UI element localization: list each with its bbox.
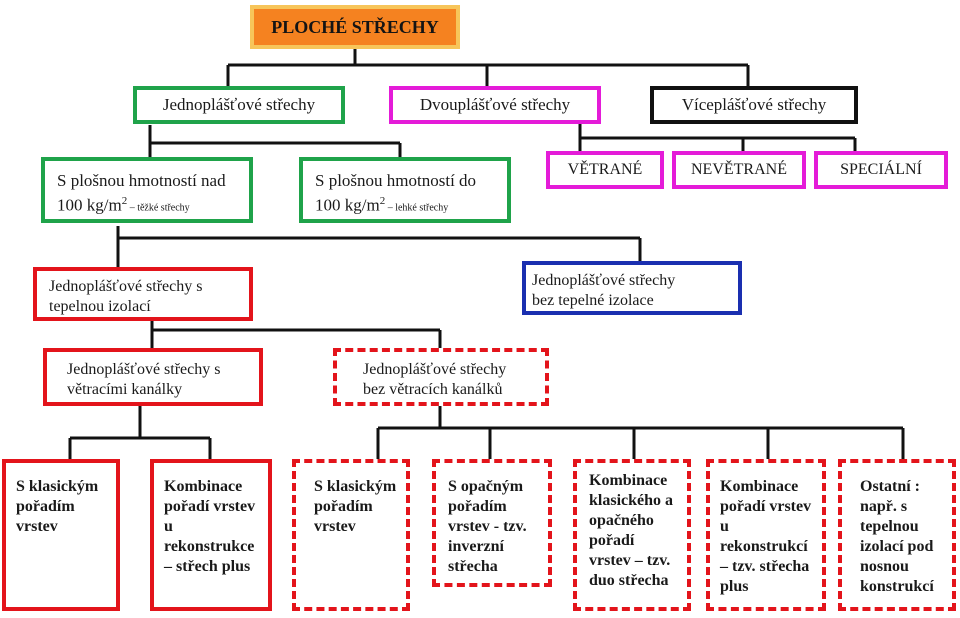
node-with-insulation: Jednoplášťové střechy s tepelnou izolací bbox=[33, 267, 253, 321]
leaf-classic-order-2: S klasickým pořadím vrstev bbox=[292, 459, 410, 611]
leaf-other: Ostatní : např. s tepelnou izolací pod n… bbox=[838, 459, 956, 611]
node-multi-shell-label: Víceplášťové střechy bbox=[681, 95, 827, 114]
node-without-insulation-line2: bez tepelné izolace bbox=[532, 292, 654, 309]
node-light-roofs: S plošnou hmotností do 100 kg/m2 – lehké… bbox=[299, 157, 511, 223]
node-light-roofs-line2: 100 kg/m2 – lehké střechy bbox=[315, 195, 449, 215]
node-with-channels: Jednoplášťové střechy s větracími kanálk… bbox=[43, 348, 263, 406]
node-with-insulation-line2: tepelnou izolací bbox=[49, 298, 151, 315]
node-heavy-roofs-line1: S plošnou hmotností nad bbox=[57, 171, 226, 190]
node-without-channels: Jednoplášťové střechy bez větracích kaná… bbox=[333, 348, 549, 406]
leaf-duo-roof: Kombinace klasického a opačného pořadí v… bbox=[573, 459, 691, 611]
leaf-inverted-roof: S opačným pořadím vrstev - tzv. inverzní… bbox=[432, 459, 552, 587]
node-with-channels-line2: větracími kanálky bbox=[67, 381, 183, 398]
leaf-plus-roof: Kombinace pořadí vrstev u rekonstrukcí –… bbox=[706, 459, 826, 611]
node-heavy-roofs-line2: 100 kg/m2 – těžké střechy bbox=[57, 195, 190, 215]
node-single-shell: Jednoplášťové střechy bbox=[133, 86, 345, 124]
node-double-shell-label: Dvouplášťové střechy bbox=[419, 95, 571, 114]
leaf-reconstruction-combo: Kombinace pořadí vrstev u rekonstrukce –… bbox=[150, 459, 272, 611]
root-label: PLOCHÉ STŘECHY bbox=[271, 16, 439, 37]
node-without-channels-line2: bez větracích kanálků bbox=[363, 381, 503, 398]
node-ventilated: VĚTRANÉ bbox=[546, 151, 664, 189]
node-without-insulation: Jednoplášťové střechy bez tepelné izolac… bbox=[522, 261, 742, 315]
node-single-shell-label: Jednoplášťové střechy bbox=[162, 95, 316, 114]
node-with-insulation-line1: Jednoplášťové střechy s bbox=[49, 278, 203, 295]
node-light-roofs-line1: S plošnou hmotností do bbox=[315, 171, 477, 190]
node-double-shell: Dvouplášťové střechy bbox=[389, 86, 601, 124]
node-without-insulation-line1: Jednoplášťové střechy bbox=[532, 272, 676, 289]
node-without-channels-line1: Jednoplášťové střechy bbox=[363, 361, 507, 378]
node-multi-shell: Víceplášťové střechy bbox=[650, 86, 858, 124]
node-special-label: SPECIÁLNÍ bbox=[840, 161, 922, 178]
node-heavy-roofs: S plošnou hmotností nad 100 kg/m2 – těžk… bbox=[41, 157, 253, 223]
node-non-ventilated: NEVĚTRANÉ bbox=[672, 151, 806, 189]
node-with-channels-line1: Jednoplášťové střechy s bbox=[67, 361, 221, 378]
root-node: PLOCHÉ STŘECHY bbox=[250, 5, 460, 49]
node-non-ventilated-label: NEVĚTRANÉ bbox=[691, 161, 787, 178]
node-special: SPECIÁLNÍ bbox=[814, 151, 948, 189]
leaf-classic-order: S klasickým pořadím vrstev bbox=[2, 459, 120, 611]
node-ventilated-label: VĚTRANÉ bbox=[567, 161, 643, 178]
